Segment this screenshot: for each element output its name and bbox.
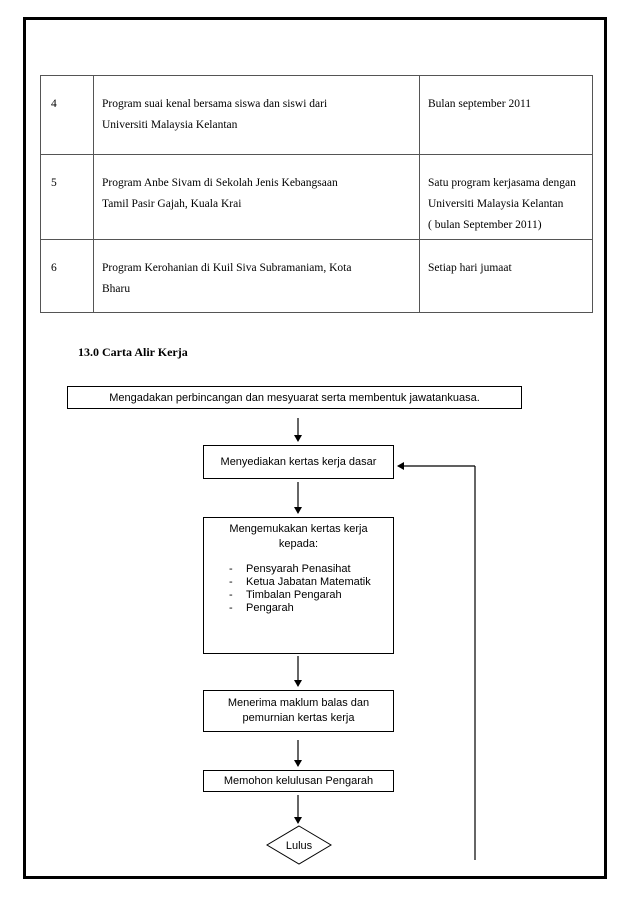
program-line: Bharu [102,283,131,295]
list-dash: - [229,602,233,614]
submit-title-line: kepada: [278,538,319,550]
list-dash: - [229,589,233,601]
program-cell: Program Kerohanian di Kuil Siva Subraman… [93,239,420,313]
list-dash: - [229,576,233,588]
feedback-line: Menerima maklum balas dan [227,697,370,709]
flow-step-meeting: Mengadakan perbincangan dan mesyuarat se… [67,386,522,409]
date-text: Bulan september 2011 [428,76,592,115]
date-line: Universiti Malaysia Kelantan [428,198,564,210]
flow-step-request-approval-label: Memohon kelulusan Pengarah [223,775,374,787]
list-item: - Pensyarah Penasihat [204,563,393,576]
program-text: Program Kerohanian di Kuil Siva Subraman… [102,240,413,300]
program-line: Tamil Pasir Gajah, Kuala Krai [102,198,242,210]
feedback-line: pemurnian kertas kerja [242,712,355,724]
flow-step-request-approval: Memohon kelulusan Pengarah [203,770,394,792]
list-item: - Pengarah [204,602,393,615]
date-cell: Setiap hari jumaat [419,239,593,313]
decision-label: Lulus [286,840,313,852]
date-text: Setiap hari jumaat [428,240,592,279]
list-item: - Ketua Jabatan Matematik [204,576,393,589]
program-text: Program suai kenal bersama siswa dan sis… [102,76,413,136]
program-cell: Program Anbe Sivam di Sekolah Jenis Keba… [93,154,420,240]
flow-step-prepare-paper: Menyediakan kertas kerja dasar [203,445,394,479]
flow-step-feedback-text: Menerima maklum balas dan pemurnian kert… [228,696,369,726]
date-line: Bulan september 2011 [428,98,532,110]
program-line: Program suai kenal bersama siswa dan sis… [102,98,328,110]
recipient-label: Ketua Jabatan Matematik [246,576,371,588]
date-line: Satu program kerjasama dengan [428,177,576,189]
date-text: Satu program kerjasama dengan Universiti… [428,155,592,236]
flow-step-meeting-label: Mengadakan perbincangan dan mesyuarat se… [109,391,480,404]
row-number: 4 [51,98,57,110]
table-row: 6 Program Kerohanian di Kuil Siva Subram… [40,239,593,313]
recipient-label: Pensyarah Penasihat [246,563,351,575]
row-number: 5 [51,177,57,189]
program-cell: Program suai kenal bersama siswa dan sis… [93,75,420,155]
row-number-cell: 5 [40,154,94,240]
submit-title-line: Mengemukakan kertas kerja [229,523,368,535]
date-cell: Satu program kerjasama dengan Universiti… [419,154,593,240]
flow-step-submit-paper: Mengemukakan kertas kerja kepada: - Pensy… [203,517,394,654]
recipient-label: Pengarah [246,602,294,614]
date-line: Setiap hari jumaat [428,262,512,274]
decision-diamond [266,825,332,865]
program-table: 4 Program suai kenal bersama siswa dan s… [40,75,593,313]
program-line: Program Anbe Sivam di Sekolah Jenis Keba… [102,177,338,189]
recipient-label: Timbalan Pengarah [246,589,342,601]
recipient-list: - Pensyarah Penasihat - Ketua Jabatan Mate… [204,563,393,615]
list-dash: - [229,563,233,575]
flow-step-prepare-paper-label: Menyediakan kertas kerja dasar [220,456,377,468]
list-item: - Timbalan Pengarah [204,589,393,602]
section-title: 13.0 Carta Alir Kerja [78,345,188,359]
row-number: 6 [51,262,57,274]
program-text: Program Anbe Sivam di Sekolah Jenis Keba… [102,155,413,215]
table-row: 4 Program suai kenal bersama siswa dan s… [40,75,593,155]
program-line: Program Kerohanian di Kuil Siva Subraman… [102,262,352,274]
program-line: Universiti Malaysia Kelantan [102,119,238,131]
flow-step-submit-title: Mengemukakan kertas kerja kepada: [204,522,393,552]
flow-step-feedback: Menerima maklum balas dan pemurnian kert… [203,690,394,732]
date-line: ( bulan September 2011) [428,219,542,231]
table-row: 5 Program Anbe Sivam di Sekolah Jenis Ke… [40,154,593,240]
feedback-loop-line [397,462,476,860]
